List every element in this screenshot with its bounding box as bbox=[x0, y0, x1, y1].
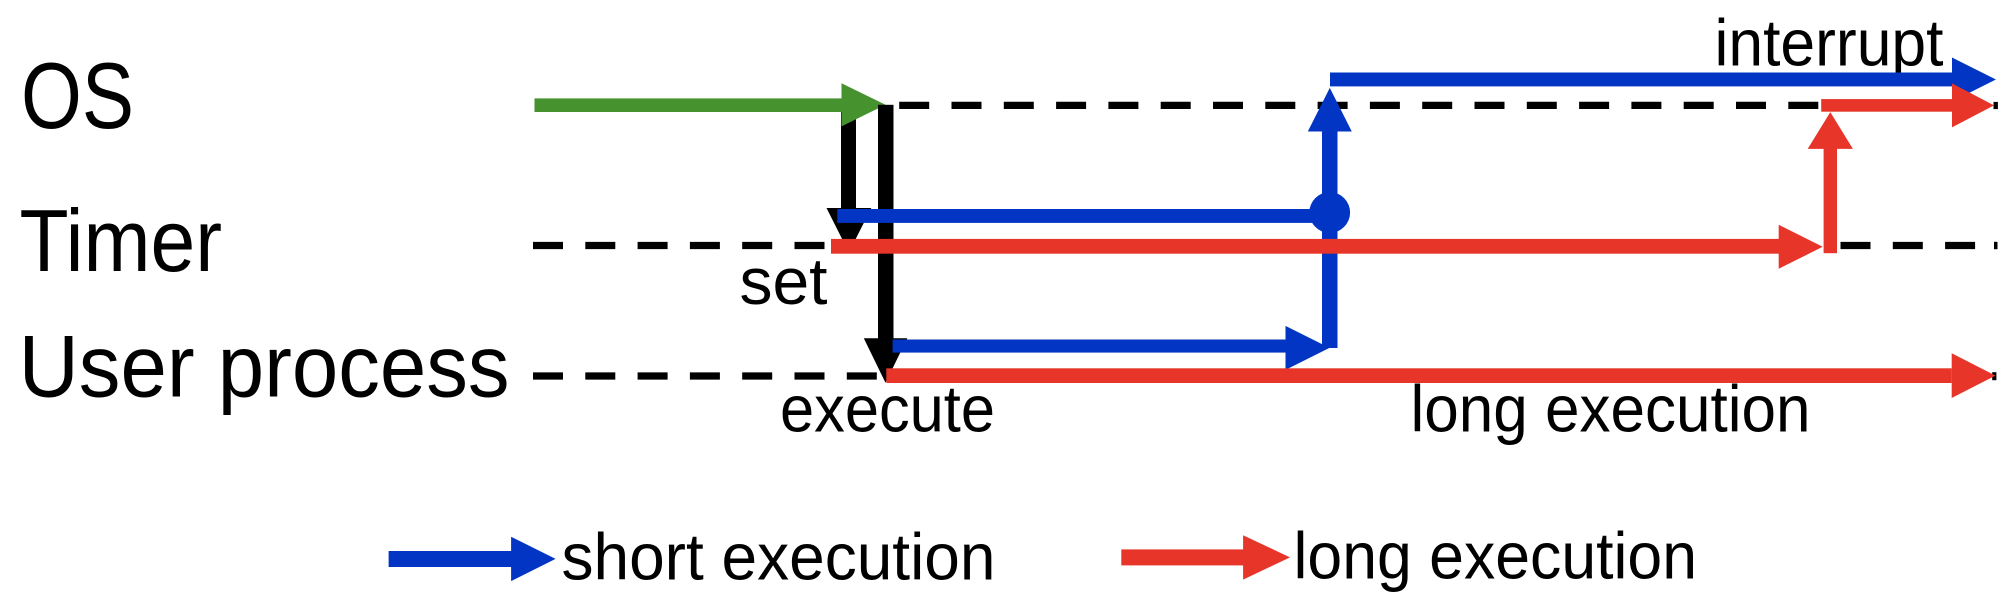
svg-text:execute: execute bbox=[780, 371, 995, 445]
svg-text:long execution: long execution bbox=[1294, 518, 1698, 592]
svg-text:long execution: long execution bbox=[1411, 371, 1811, 445]
svg-text:interrupt: interrupt bbox=[1715, 6, 1944, 80]
svg-text:Timer: Timer bbox=[20, 191, 223, 290]
svg-text:short execution: short execution bbox=[562, 520, 996, 594]
svg-text:OS: OS bbox=[21, 43, 134, 148]
svg-text:set: set bbox=[740, 244, 828, 318]
svg-text:User process: User process bbox=[19, 316, 510, 415]
